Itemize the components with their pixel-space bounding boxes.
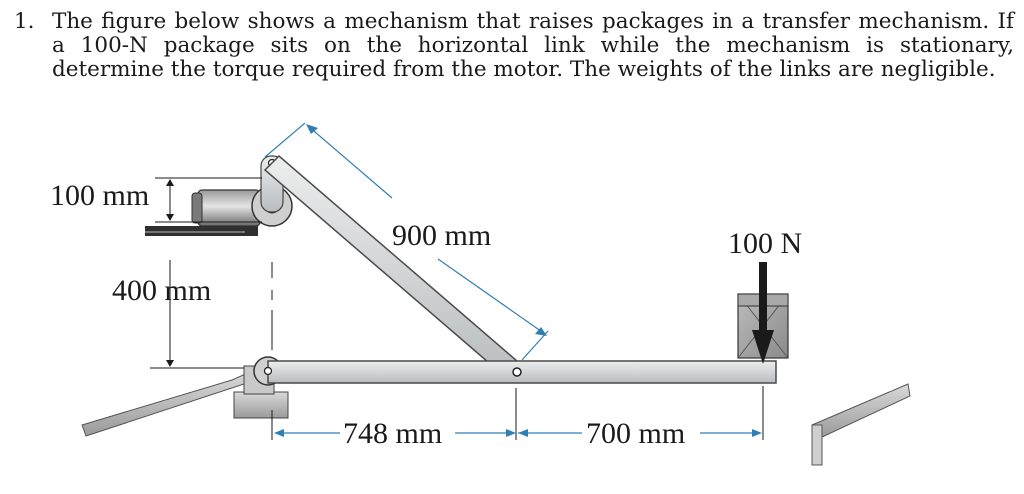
- dimension-arrowheads: [274, 124, 762, 437]
- dim-label-motor-offset: 100 mm: [50, 179, 149, 212]
- problem-number: 1.: [14, 9, 35, 34]
- dim-label-link-length: 900 mm: [392, 219, 491, 252]
- dim-label-pivot-height: 400 mm: [112, 274, 211, 307]
- dim-label-base-span: 748 mm: [343, 417, 442, 450]
- dim-label-load-span: 700 mm: [586, 417, 685, 450]
- problem-text: The figure below shows a mechanism that …: [52, 9, 1014, 82]
- load-arrow: [752, 262, 774, 364]
- ground-right: [811, 383, 911, 466]
- problem-statement: 1. The figure below shows a mechanism th…: [14, 10, 1014, 82]
- vertical-dim-arrows: [166, 179, 174, 367]
- load-label: 100 N: [728, 227, 802, 260]
- inclined-link: [263, 154, 526, 383]
- ground-left: [81, 371, 251, 437]
- reference-lines: [150, 177, 764, 440]
- dimension-lines: [264, 122, 760, 434]
- horizontal-link: [263, 360, 777, 384]
